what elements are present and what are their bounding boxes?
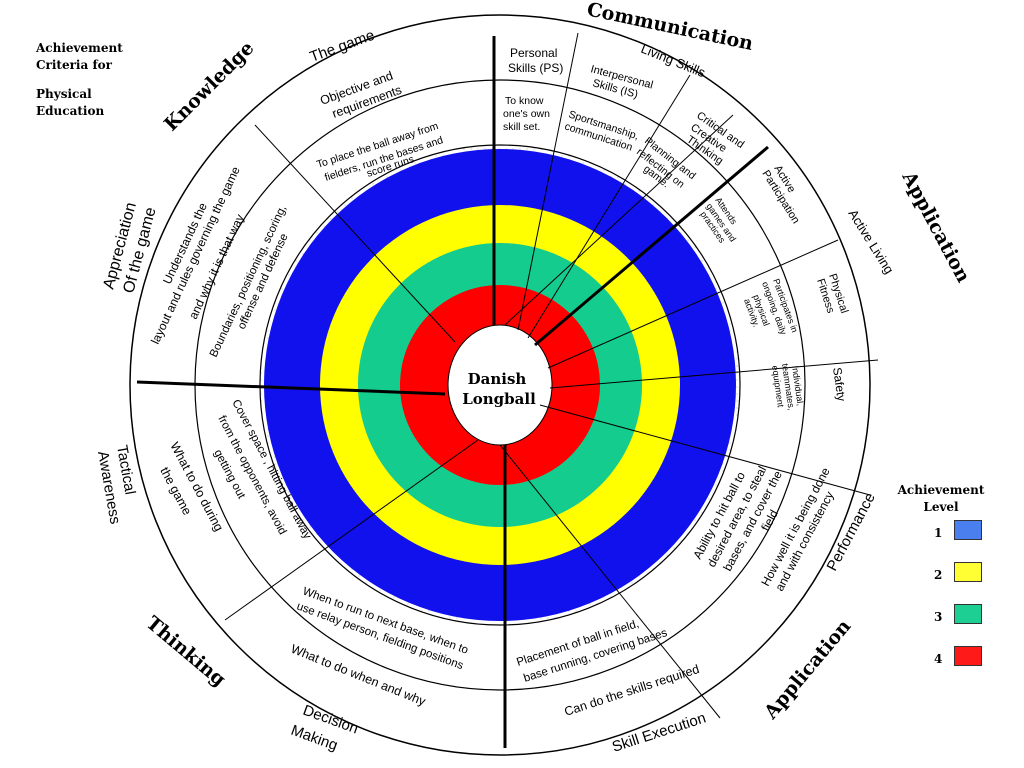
achievement-level-legend: Achievement Level 1 2 3 4 [886,482,1006,684]
legend-level-3-number: 3 [934,610,943,624]
legend-level-4-number: 4 [934,652,943,666]
label-active-living: Active Living [845,207,896,277]
legend-level-4: 4 [886,642,1006,684]
section-dividers [136,36,769,748]
legend-level-2-number: 2 [934,568,943,582]
legend-level-1-swatch [954,520,982,540]
legend-title-line1: Achievement [897,483,985,497]
label-personal-skills-line2: Skills (PS) [508,61,563,75]
title-line1: Achievement [36,41,123,55]
diagram-title: Achievement Criteria for Physical Educat… [36,40,146,120]
legend-level-3: 3 [886,600,1006,642]
title-line4: Education [36,104,105,118]
label-know-skill-line2: one's own [503,108,550,120]
legend-level-2-swatch [954,562,982,582]
label-personal-skills-line1: Personal [510,46,557,60]
legend-level-3-swatch [954,604,982,624]
label-safety: Safety [830,366,849,402]
label-know-skill-line3: skill set. [503,121,540,133]
legend-level-1-number: 1 [934,526,943,540]
domain-application-top: Application [897,167,974,286]
legend-title-line2: Level [923,500,959,514]
legend-level-2: 2 [886,558,1006,600]
title-gap [36,74,146,86]
legend-level-1: 1 [886,516,1006,558]
title-line3: Physical [36,87,92,101]
title-line2: Criteria for [36,58,112,72]
label-know-skill-line1: To know [505,95,544,107]
legend-level-4-swatch [954,646,982,666]
center-label-line2: Longball [462,390,536,408]
center-label-line1: Danish [468,370,527,388]
spokes [224,32,879,719]
